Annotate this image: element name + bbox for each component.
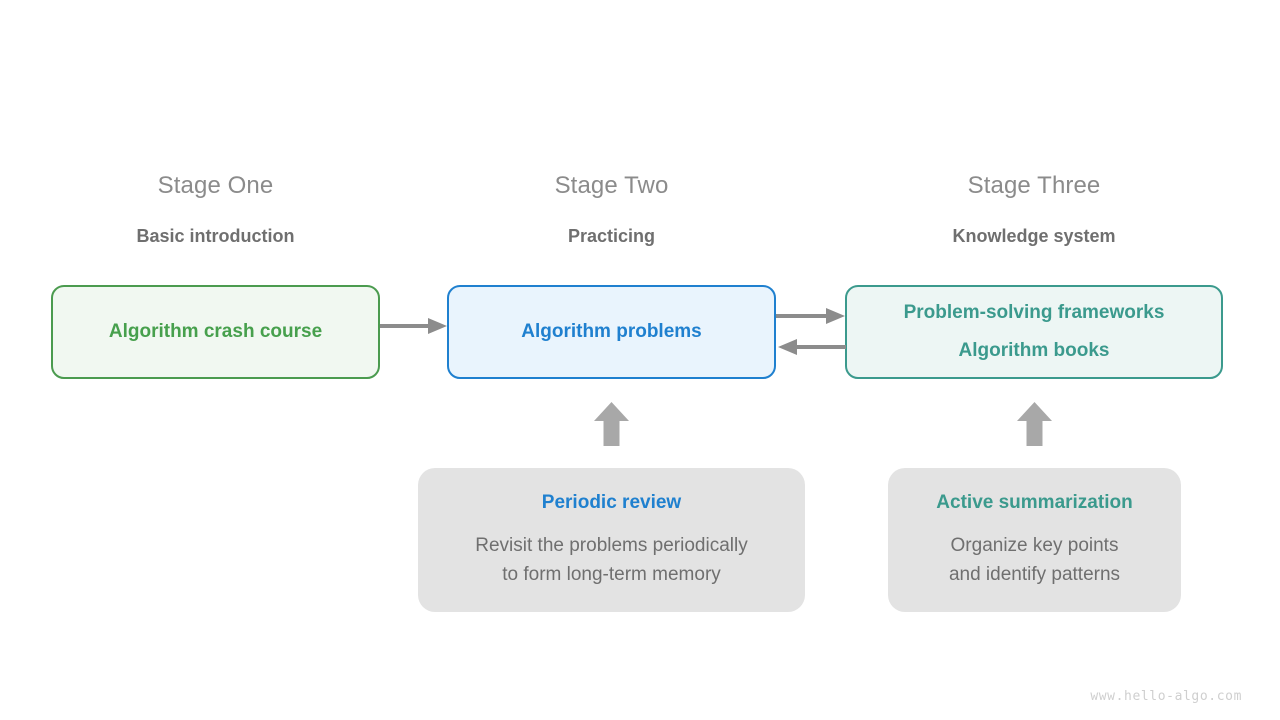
block-arrow-summarization-to-stage3 — [1017, 402, 1052, 446]
block-arrow-review-to-stage2 — [594, 402, 629, 446]
periodic-review-body: Revisit the problems periodically to for… — [475, 535, 748, 585]
stage-two-title: Stage Two — [554, 172, 669, 199]
stage-three-box-line-1: Problem-solving frameworks — [903, 302, 1165, 323]
stage-header-two: Stage Two Practicing — [447, 172, 776, 247]
stage-one-subtitle: Basic introduction — [136, 226, 295, 246]
stage-two-box[interactable]: Algorithm problems — [447, 285, 776, 379]
stage-three-title: Stage Three — [967, 172, 1101, 199]
arrow-stage1-to-stage2 — [380, 318, 447, 334]
stage-one-title: Stage One — [157, 172, 274, 199]
stage-three-box[interactable]: Problem-solving frameworks Algorithm boo… — [845, 285, 1223, 379]
stage-one-box-line-1: Algorithm crash course — [108, 321, 323, 342]
arrow-stage3-to-stage2 — [778, 339, 846, 355]
periodic-review-title: Periodic review — [541, 492, 682, 513]
note-card-periodic-review[interactable]: Periodic review Revisit the problems per… — [418, 468, 805, 612]
stage-three-box-line-2: Algorithm books — [958, 340, 1110, 361]
active-summarization-title: Active summarization — [936, 492, 1133, 513]
stage-header-three: Stage Three Knowledge system — [845, 172, 1223, 247]
watermark: www.hello-algo.com — [1090, 689, 1242, 704]
stage-three-subtitle: Knowledge system — [952, 226, 1116, 246]
active-summarization-body: Organize key points and identify pattern… — [948, 535, 1121, 585]
note-card-active-summarization[interactable]: Active summarization Organize key points… — [888, 468, 1181, 612]
stage-one-box[interactable]: Algorithm crash course — [51, 285, 380, 379]
stage-two-box-line-1: Algorithm problems — [521, 321, 702, 342]
stage-header-one: Stage One Basic introduction — [51, 172, 380, 247]
stage-two-subtitle: Practicing — [567, 226, 656, 246]
arrow-stage2-to-stage3 — [776, 308, 845, 324]
